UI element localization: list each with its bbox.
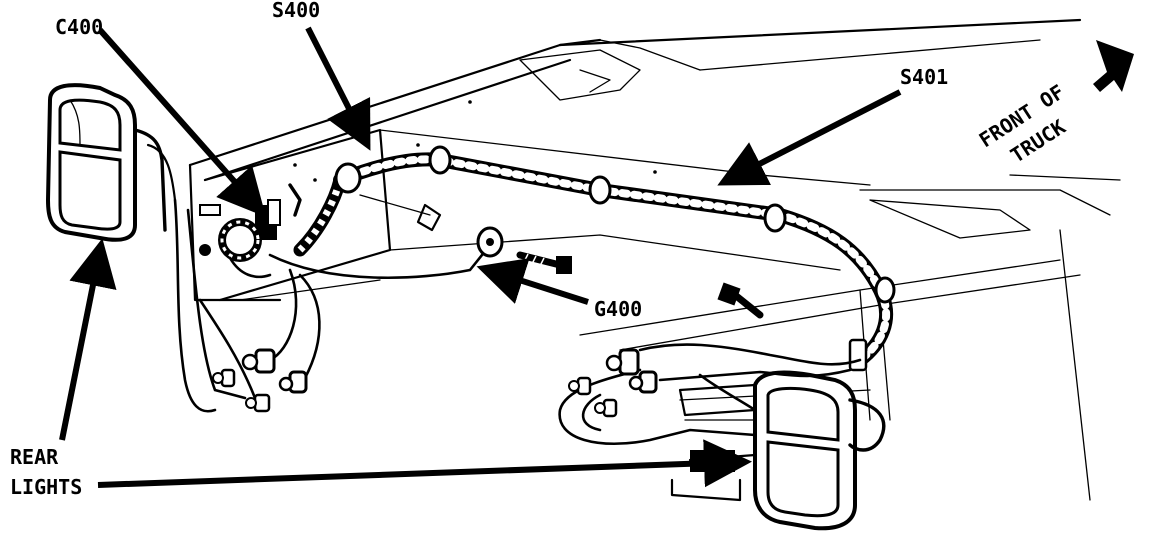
callout-arrow-icon bbox=[717, 89, 902, 186]
label-c400: C400 bbox=[55, 15, 103, 39]
bolt-icon bbox=[516, 251, 572, 274]
callout-arrow-icon bbox=[97, 439, 752, 488]
right-rear-light bbox=[670, 370, 886, 531]
left-rear-light bbox=[45, 83, 177, 242]
arrow-up-right-icon bbox=[1093, 40, 1134, 92]
bulb-socket-icon bbox=[212, 368, 236, 388]
label-s400: S400 bbox=[272, 0, 320, 22]
bolt-icon bbox=[717, 282, 764, 319]
bulb-socket-icon bbox=[241, 348, 276, 374]
callout-arrow-icon bbox=[305, 26, 371, 151]
label-g400: G400 bbox=[594, 297, 642, 321]
bulb-socket-icon bbox=[245, 393, 271, 413]
callout-arrow-icon bbox=[476, 258, 589, 305]
label-rear-line2: LIGHTS bbox=[10, 475, 82, 499]
label-rear-line1: REAR bbox=[10, 445, 59, 469]
callout-arrow-icon bbox=[97, 28, 266, 217]
label-front-of-truck: FRONT OF TRUCK bbox=[975, 80, 1070, 168]
right-bulb-sockets bbox=[558, 343, 862, 446]
bulb-socket-icon bbox=[278, 370, 308, 394]
label-s401: S401 bbox=[900, 65, 948, 89]
bulb-socket-icon bbox=[605, 348, 640, 376]
callout-arrow-icon bbox=[59, 238, 117, 441]
callout-arrows bbox=[59, 26, 902, 488]
bulb-socket-icon bbox=[628, 370, 658, 394]
left-bulb-sockets bbox=[173, 198, 321, 413]
wiring-harness bbox=[268, 145, 896, 372]
ground-terminal bbox=[416, 203, 504, 258]
bulb-socket-icon bbox=[594, 398, 618, 418]
bulb-socket-icon bbox=[568, 376, 592, 396]
truck-frame bbox=[188, 18, 1121, 501]
